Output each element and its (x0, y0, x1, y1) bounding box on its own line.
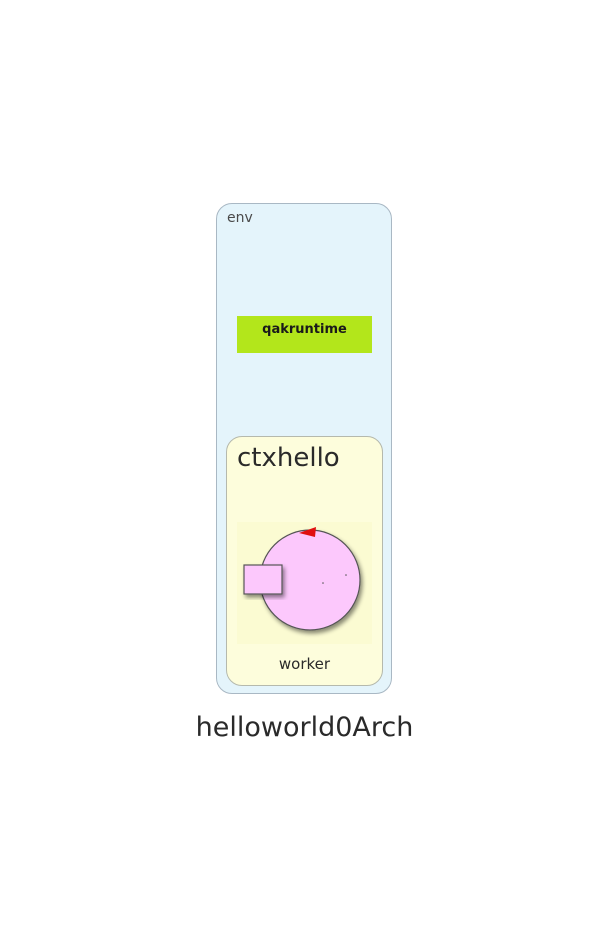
actor-label: worker (278, 655, 331, 673)
actor-arrow (299, 527, 316, 537)
actor-dot-1 (322, 582, 324, 584)
context-label: ctxhello (237, 443, 340, 473)
diagram-title: helloworld0Arch (195, 712, 414, 743)
actor-dot-2 (345, 574, 347, 576)
env-label: env (227, 210, 253, 226)
actor-circle-icon (237, 522, 372, 644)
runtime-label: qakruntime (262, 322, 347, 337)
actor-port (243, 564, 283, 595)
qakruntime-node: qakruntime (237, 316, 372, 353)
